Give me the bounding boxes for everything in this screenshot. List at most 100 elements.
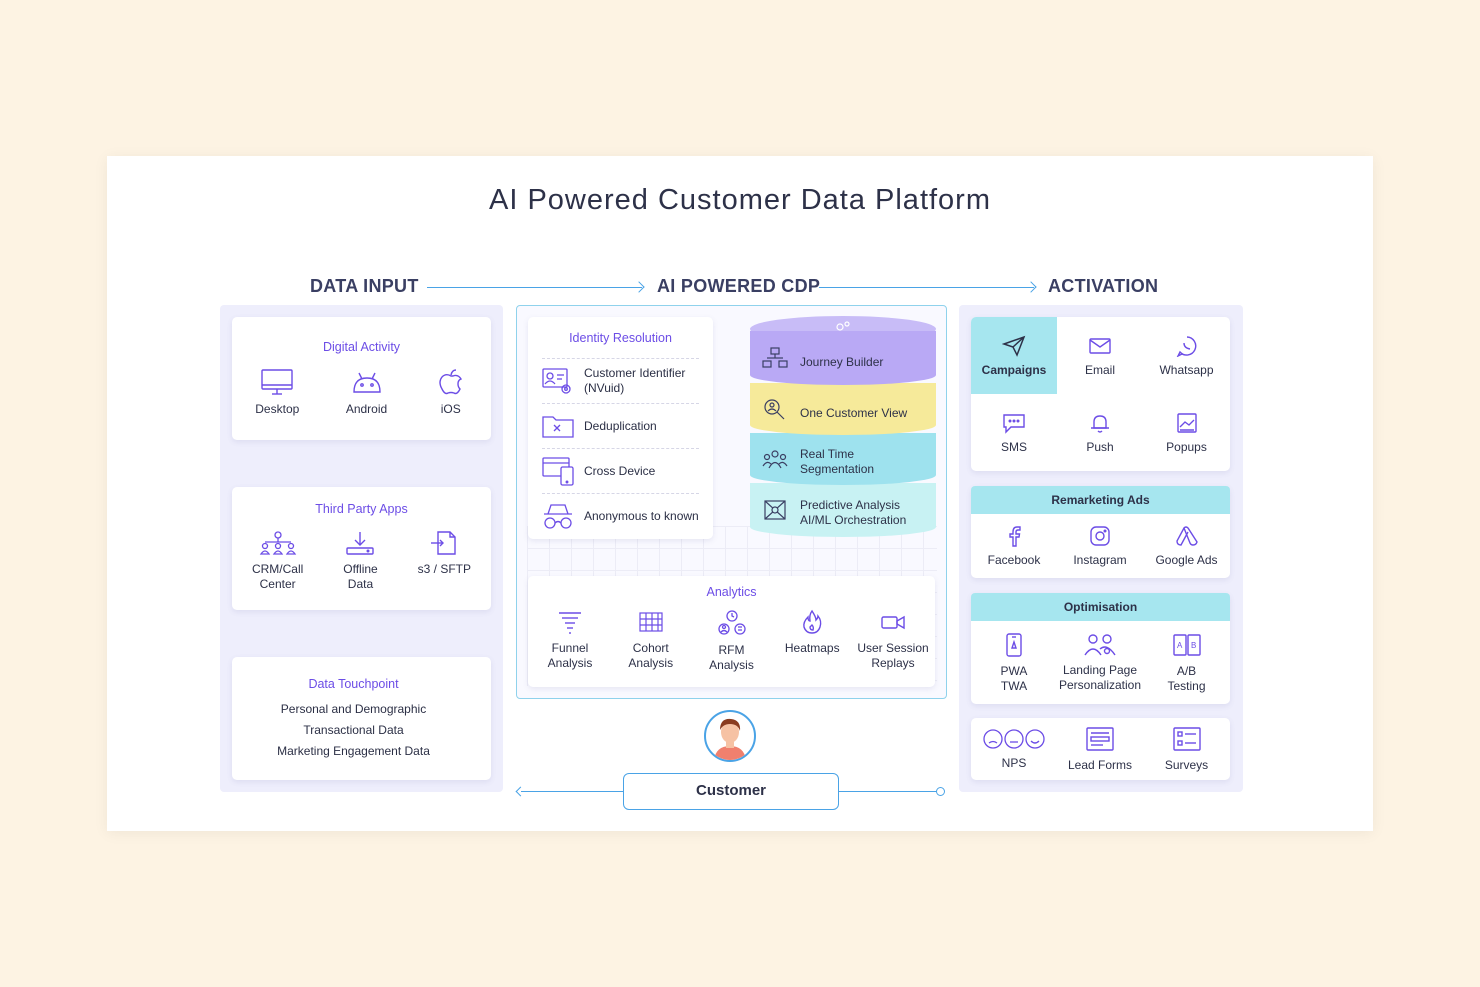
popups-label: Popups [1166, 439, 1207, 454]
apple-icon [439, 369, 462, 395]
cross-device-row: Cross Device [542, 448, 699, 493]
touchpoint-line-2: Transactional Data [303, 723, 404, 737]
android-item: Android [346, 368, 387, 417]
lead-forms-item[interactable]: Lead Forms [1057, 718, 1143, 780]
offline-data-item: Offline Data [343, 530, 378, 592]
users-star-icon [1084, 633, 1116, 655]
section-activation: ACTIVATION [1048, 276, 1159, 296]
campaigns-label: Campaigns [981, 362, 1047, 377]
digital-activity-title: Digital Activity [322, 340, 401, 354]
file-transfer-icon [431, 531, 457, 555]
popups-channel[interactable]: Popups [1143, 394, 1230, 471]
whatsapp-label: Whatsapp [1159, 362, 1214, 377]
flow-arrow-cdp-to-activation [819, 287, 1034, 288]
mobile-app-icon [1006, 632, 1022, 657]
anonymous-label: Anonymous to known [584, 509, 699, 523]
session-replays-item: User Session Replays [854, 609, 932, 673]
desktop-label: Desktop [255, 402, 300, 416]
rfm-label-1: RFM [718, 643, 745, 657]
data-touchpoint-title: Data Touchpoint [308, 677, 399, 691]
customer-loop-arrowhead [515, 786, 526, 797]
survey-checklist-icon [1172, 727, 1201, 751]
facebook-item[interactable]: Facebook [971, 514, 1057, 578]
remarketing-title: Remarketing Ads [971, 486, 1230, 514]
email-label: Email [1084, 362, 1115, 377]
deduplication-row: Deduplication [542, 403, 699, 448]
deduplication-label: Deduplication [584, 419, 657, 433]
flow-arrow-input-to-cdp [427, 287, 642, 288]
third-party-apps-box: Third Party Apps CRM/Call Center Offline… [232, 487, 491, 610]
push-channel[interactable]: Push [1057, 394, 1143, 471]
lead-forms-label: Lead Forms [1067, 758, 1133, 772]
instagram-icon [1090, 526, 1110, 546]
flame-icon [803, 609, 822, 634]
whatsapp-icon [1176, 335, 1196, 357]
email-channel[interactable]: Email [1057, 317, 1143, 394]
channels-box: Campaigns Email Whatsapp SMS Push Popups [971, 317, 1230, 471]
desktop-icon [261, 369, 293, 395]
identity-resolution-box: Identity Resolution Customer Identifier … [528, 317, 713, 539]
customer-loop-line-right [839, 791, 937, 792]
surveys-item[interactable]: Surveys [1143, 718, 1230, 780]
heatmaps-label: Heatmaps [784, 641, 840, 655]
layer-one-customer-view: One Customer View [750, 383, 936, 435]
rfm-icon [717, 610, 746, 635]
smiley-faces-icon [983, 729, 1045, 749]
digital-activity-box: Digital Activity Desktop Android iOS [232, 317, 491, 440]
cohort-label-1: Cohort [632, 641, 669, 655]
sms-channel[interactable]: SMS [971, 394, 1057, 471]
page-title: AI Powered Customer Data Platform [488, 184, 991, 216]
instagram-label: Instagram [1073, 553, 1127, 567]
cohort-analysis-item: Cohort Analysis [612, 609, 690, 673]
instagram-item[interactable]: Instagram [1057, 514, 1143, 578]
crm-label-2: Center [259, 577, 296, 591]
pwa-twa-item[interactable]: PWA TWA [971, 621, 1057, 704]
facebook-label: Facebook [987, 553, 1041, 567]
customer-identifier-label-2: (NVuid) [584, 381, 625, 395]
landing-page-item[interactable]: Landing Page Personalization [1057, 621, 1143, 704]
campaigns-channel[interactable]: Campaigns [971, 317, 1057, 394]
bell-icon [1091, 414, 1109, 433]
layer-predictive-analysis: Predictive Analysis AI/ML Orchestration [750, 483, 936, 537]
layer-label-ocv: One Customer View [800, 405, 908, 420]
crm-label-1: CRM/Call [251, 562, 304, 576]
devices-icon [542, 457, 574, 486]
funnel-label-2: Analysis [547, 656, 593, 670]
org-chart-icon [259, 531, 296, 555]
nps-label: NPS [1001, 756, 1027, 770]
remarketing-box: Remarketing Ads Facebook Instagram Googl… [971, 486, 1230, 578]
customer-button[interactable]: Customer [623, 773, 839, 810]
layer-label-pa-1: Predictive Analysis [800, 498, 901, 512]
data-touchpoint-box: Data Touchpoint Personal and Demographic… [232, 657, 491, 780]
touchpoint-line-3: Marketing Engagement Data [277, 744, 430, 758]
facebook-icon [1009, 526, 1021, 547]
replays-label-1: User Session [857, 641, 929, 655]
video-camera-icon [881, 615, 905, 630]
sms-icon [1003, 413, 1025, 434]
anonymous-row: Anonymous to known [542, 493, 699, 538]
ios-label: iOS [440, 402, 461, 416]
customer-identifier-row: Customer Identifier (NVuid) [542, 358, 699, 403]
cohort-grid-icon [639, 612, 663, 632]
offline-label-1: Offline [343, 562, 378, 576]
popup-icon [1176, 412, 1197, 433]
diagram-card: AI Powered Customer Data Platform DATA I… [107, 156, 1373, 831]
pwa-label-1: PWA [1000, 663, 1028, 678]
download-icon [346, 532, 375, 555]
customer-identifier-label-1: Customer Identifier [584, 366, 686, 380]
optimisation-title: Optimisation [971, 593, 1230, 621]
rfm-label-2: Analysis [709, 658, 754, 672]
sms-label: SMS [1000, 439, 1027, 454]
whatsapp-channel[interactable]: Whatsapp [1143, 317, 1230, 394]
gears-icon [836, 321, 850, 331]
google-ads-icon [1175, 526, 1198, 546]
magnifier-user-icon [764, 399, 785, 420]
landing-label-1: Landing Page [1062, 662, 1138, 677]
nps-item[interactable]: NPS [971, 718, 1057, 780]
layer-journey-builder: Journey Builder [750, 331, 936, 385]
google-ads-item[interactable]: Google Ads [1143, 514, 1230, 578]
ios-item: iOS [434, 368, 468, 417]
id-card-gear-icon [542, 368, 571, 394]
surveys-label: Surveys [1164, 758, 1209, 772]
